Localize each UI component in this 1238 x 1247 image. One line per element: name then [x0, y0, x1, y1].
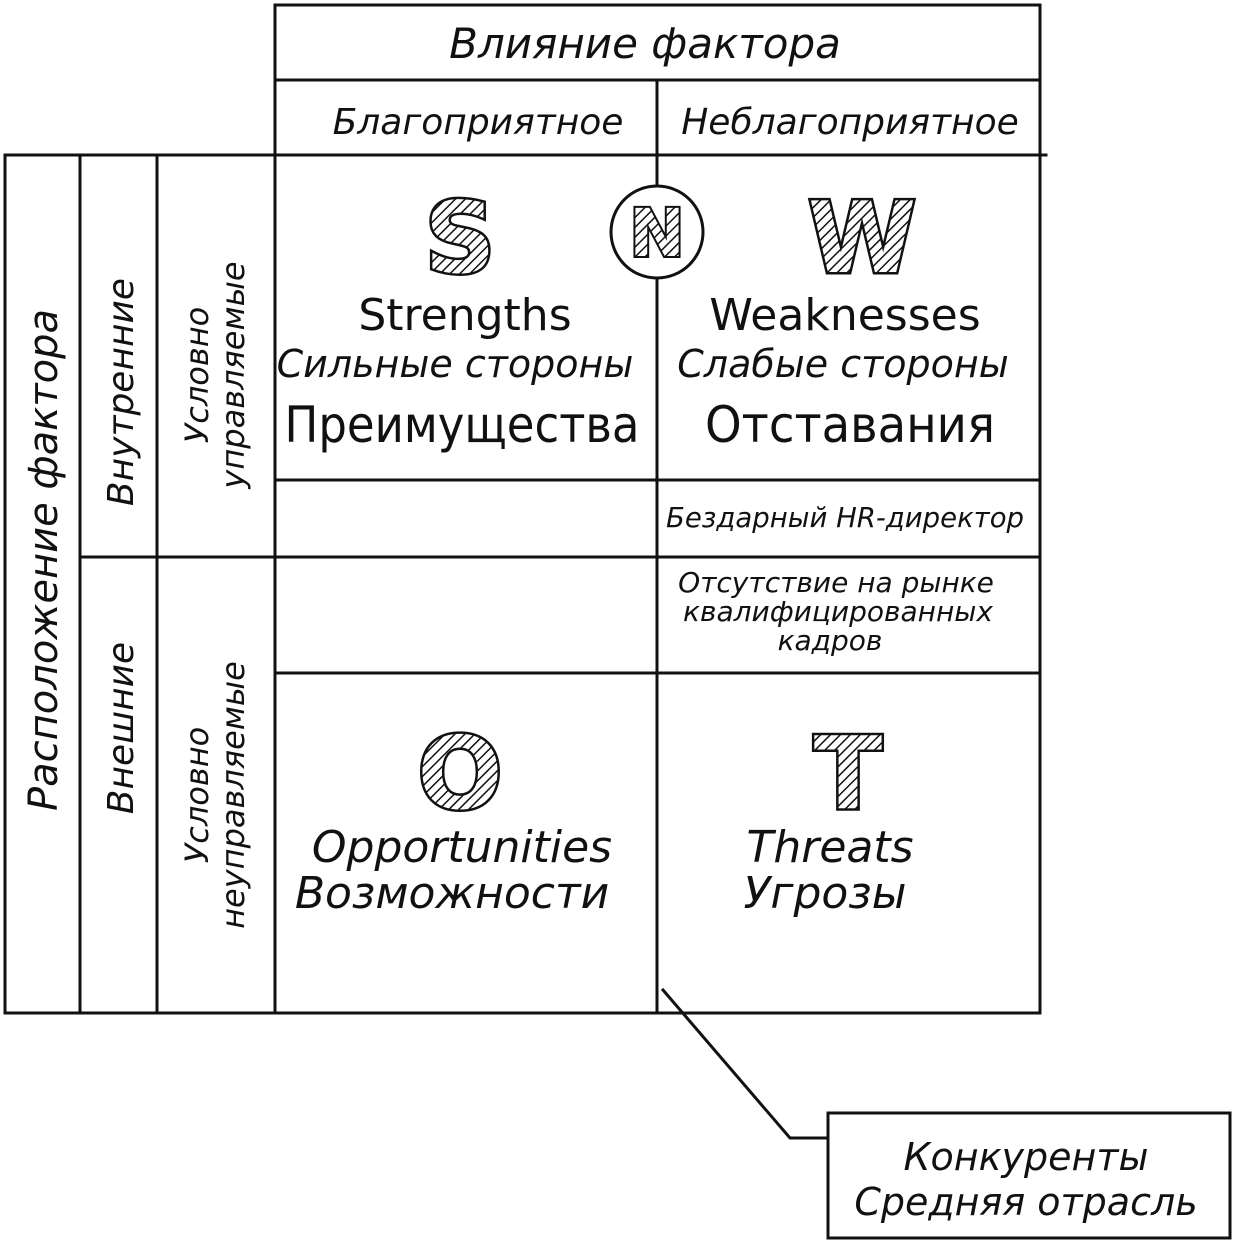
opportunities-title-ru: Возможности: [295, 868, 609, 919]
weaknesses-title-en: Weaknesses: [709, 290, 980, 341]
opportunities-title-en: Opportunities: [312, 822, 612, 873]
opportunities-letter: O: [417, 715, 502, 832]
callout-box: [826, 1111, 1232, 1240]
grid-lines: [3, 3, 1232, 1240]
side-controlled-label-line2: управляемые: [214, 261, 252, 489]
external-threat-example-line2: квалифицированных: [683, 595, 993, 628]
weaknesses-alt-title: Отставания: [705, 396, 995, 454]
neutral-circle: [609, 184, 705, 280]
strengths-letter: S: [425, 182, 496, 296]
header-unfavorable: Неблагоприятное: [681, 102, 1019, 143]
threats-title-ru: Угрозы: [744, 868, 907, 919]
strengths-alt-title: Преимущества: [285, 396, 640, 454]
side-internal-label: Внутренние: [101, 278, 142, 506]
side-uncontrolled-label-line1: Условно: [178, 727, 216, 863]
callout-line-1: Конкуренты: [904, 1135, 1149, 1179]
strengths-title-en: Strengths: [358, 290, 571, 341]
side-external-label: Внешние: [101, 642, 142, 814]
neutral-marker: N: [609, 184, 705, 280]
strengths-title-ru: Сильные стороны: [277, 342, 634, 386]
neutral-letter: N: [629, 195, 684, 272]
callout-leader-line: [660, 987, 830, 1140]
internal-weakness-example: Бездарный HR-директор: [666, 501, 1024, 534]
threats-letter: T: [814, 715, 882, 832]
external-threat-example-line3: кадров: [778, 624, 883, 657]
weaknesses-letter: W: [808, 182, 916, 296]
side-location-label: Расположение фактора: [21, 309, 67, 811]
weaknesses-title-ru: Слабые стороны: [677, 342, 1009, 386]
side-controlled-label-line1: Условно: [178, 307, 216, 443]
callout-line-2: Средняя отрасль: [854, 1180, 1197, 1224]
header-title: Влияние фактора: [449, 19, 841, 68]
external-threat-example-line1: Отсутствие на рынке: [678, 566, 994, 599]
side-uncontrolled-label-line2: неуправляемые: [214, 661, 252, 929]
threats-title-en: Threats: [746, 822, 913, 873]
header-favorable: Благоприятное: [333, 102, 624, 143]
